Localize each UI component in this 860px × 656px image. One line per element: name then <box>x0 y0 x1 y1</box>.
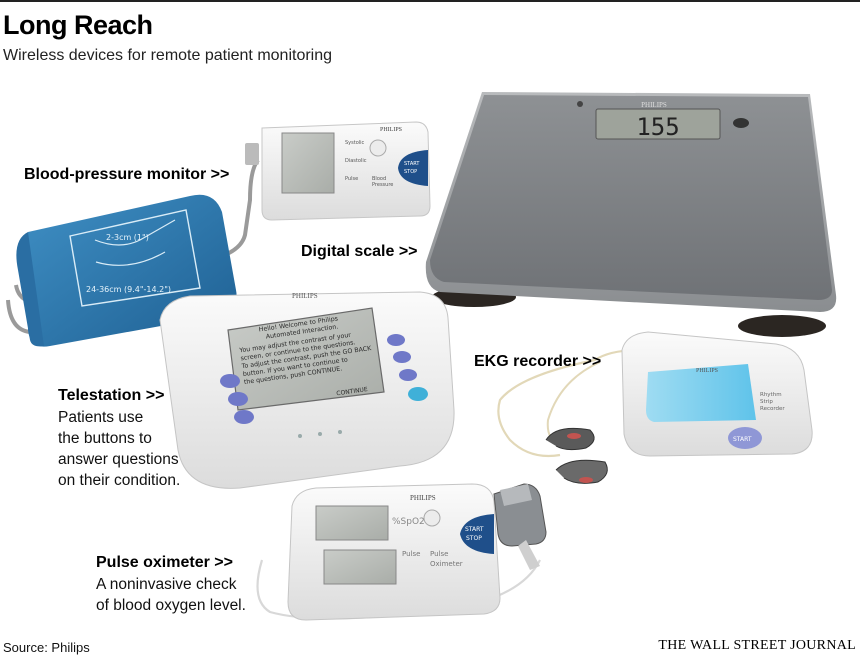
oximeter-desc-line-1: A noninvasive check <box>96 576 237 593</box>
ekg-recorder-image: PHILIPS Rhythm Strip Recorder START <box>497 331 813 484</box>
telestation-description: Patients use the buttons to answer quest… <box>58 407 180 491</box>
label-ekg-recorder: EKG recorder >> <box>474 353 602 370</box>
oximeter-oximeter-text: Oximeter <box>430 560 463 568</box>
telestation-desc-line-1: Patients use <box>58 409 144 426</box>
telestation-desc-line-3: answer questions <box>58 451 179 468</box>
telestation-image: Hello! Welcome to Philips Automated Inte… <box>159 291 455 489</box>
label-blood-pressure-monitor: Blood-pressure monitor >> <box>24 166 230 183</box>
cuff-size-text-1: 2-3cm (1") <box>106 233 149 242</box>
bp-brand: PHILIPS <box>380 127 402 133</box>
scale-reading: 155 <box>636 113 679 141</box>
telestation-right-button-2 <box>393 351 411 363</box>
ekg-side-text-3: Recorder <box>760 406 785 412</box>
telestation-left-button-1 <box>220 374 240 388</box>
pulse-oximeter-image: PHILIPS %SpO2 Pulse Pulse Oximeter START… <box>256 483 547 621</box>
bp-diastolic-text: Diastolic <box>345 158 367 164</box>
oximeter-brand: PHILIPS <box>410 494 436 502</box>
telestation-continue-text: CONTINUE <box>336 386 368 397</box>
telestation-left-button-3 <box>234 410 254 424</box>
ekg-side-text-1: Rhythm <box>760 392 782 398</box>
bp-pressure-text: Pressure <box>372 182 393 188</box>
oximeter-stop-text: STOP <box>466 535 482 542</box>
telestation-continue-button <box>408 387 428 401</box>
ekg-start-button <box>728 427 762 449</box>
oximeter-start-text: START <box>465 526 484 533</box>
telestation-left-button-2 <box>228 392 248 406</box>
source-credit: Source: Philips <box>3 640 90 655</box>
digital-scale-image: 155 PHILIPS <box>425 92 837 337</box>
ekg-brand: PHILIPS <box>696 368 718 374</box>
telestation-right-button-3 <box>399 369 417 381</box>
bp-stop-text: STOP <box>404 169 417 175</box>
telestation-brand: PHILIPS <box>292 292 318 300</box>
label-pulse-oximeter: Pulse oximeter >> <box>96 554 233 571</box>
cuff-size-text-2: 24-36cm (9.4"-14.2") <box>86 285 171 294</box>
telestation-right-button-1 <box>387 334 405 346</box>
label-telestation: Telestation >> <box>58 387 165 404</box>
ekg-start-text: START <box>733 436 752 443</box>
label-digital-scale: Digital scale >> <box>301 243 418 260</box>
telestation-desc-line-2: the buttons to <box>58 430 152 447</box>
publisher-logo: THE WALL STREET JOURNAL <box>658 638 856 653</box>
bp-systolic-text: Systolic <box>345 140 365 146</box>
page-title: Long Reach <box>3 10 153 40</box>
ekg-side-text-2: Strip <box>760 399 773 405</box>
oximeter-desc-line-2: of blood oxygen level. <box>96 597 246 614</box>
bp-pulse-text: Pulse <box>345 176 358 182</box>
oximeter-pulse-text: Pulse <box>402 550 420 558</box>
bp-start-text: START <box>404 161 420 167</box>
scale-brand: PHILIPS <box>641 101 667 109</box>
oximeter-spo2-text: %SpO2 <box>392 517 425 527</box>
oximeter-pulse2-text: Pulse <box>430 550 448 558</box>
page-subtitle: Wireless devices for remote patient moni… <box>3 47 333 64</box>
bp-blood-text: Blood <box>372 176 386 182</box>
top-rule <box>0 0 860 2</box>
telestation-desc-line-4: on their condition. <box>58 472 181 489</box>
pulse-oximeter-description: A noninvasive check of blood oxygen leve… <box>96 574 246 616</box>
